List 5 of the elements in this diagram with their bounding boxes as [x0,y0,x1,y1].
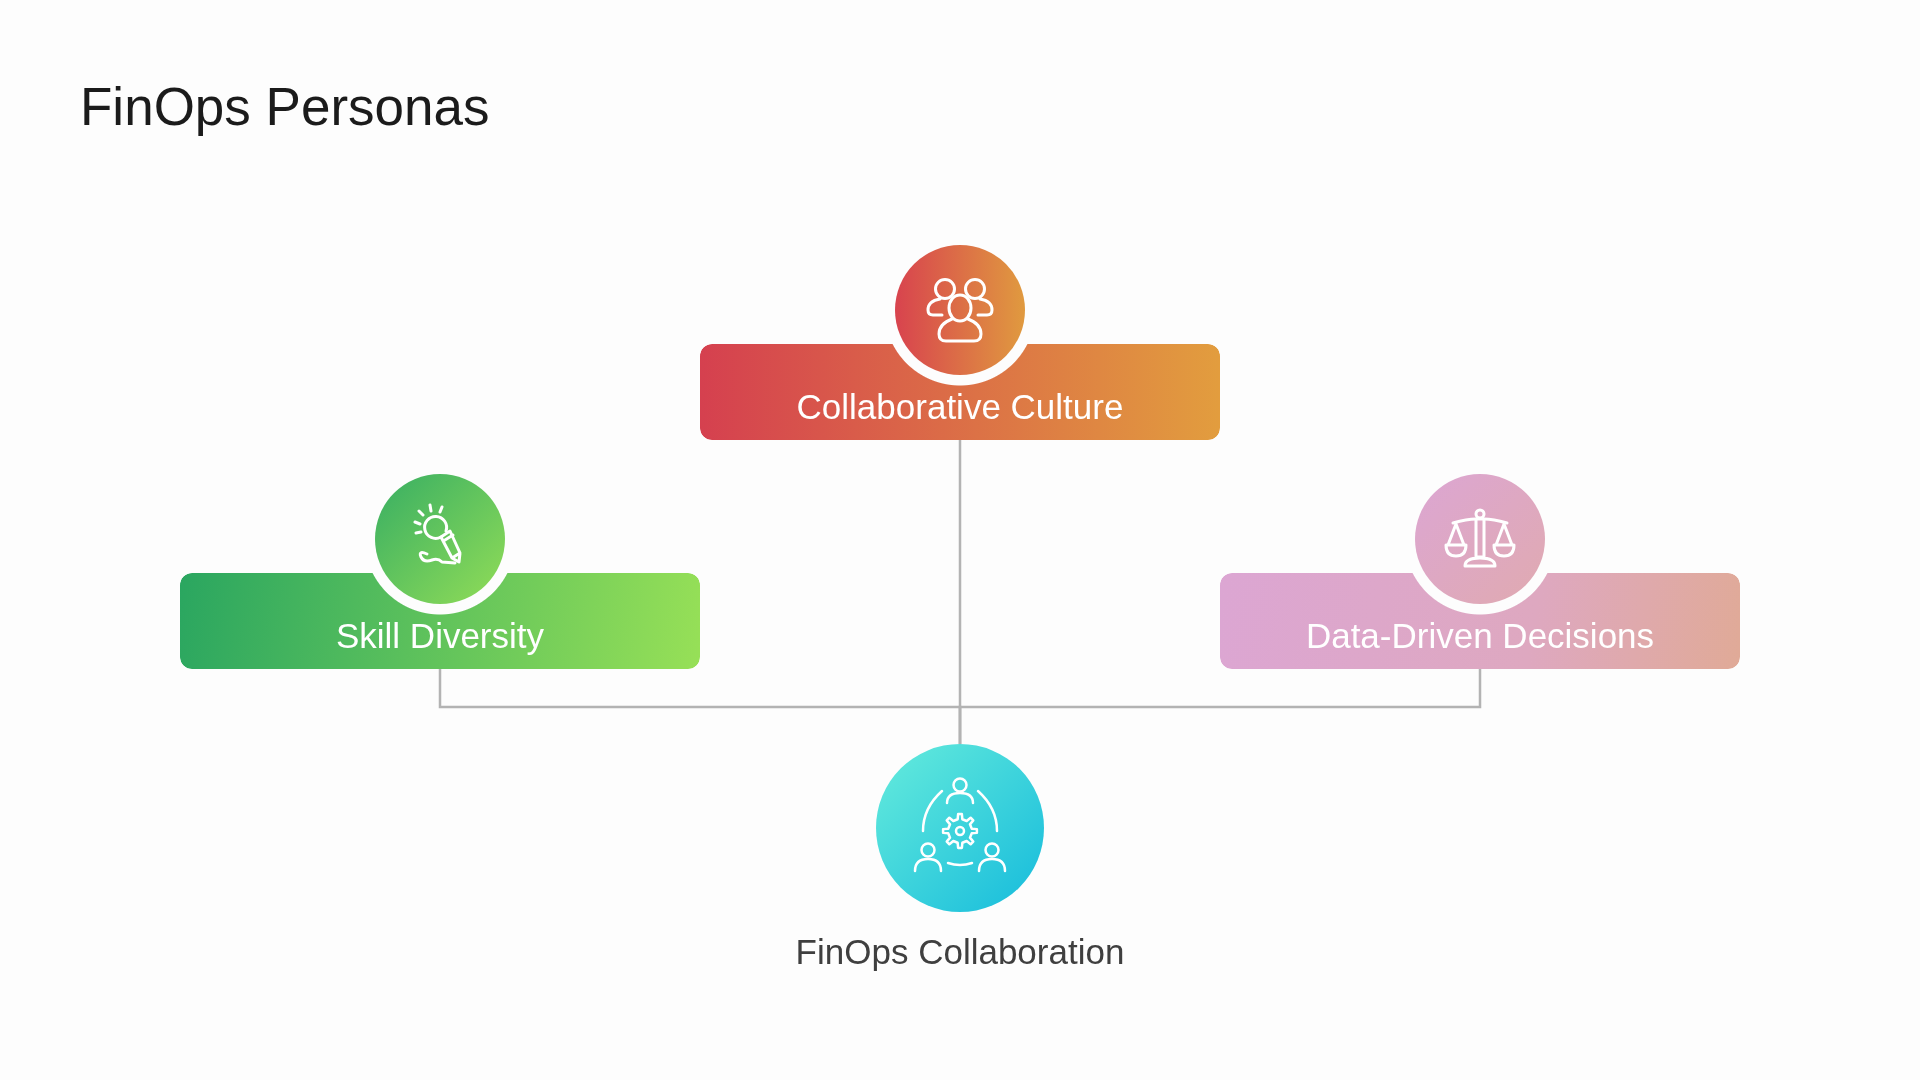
card-title: Data-Driven Decisions [1305,616,1655,656]
connector-line [958,669,1482,744]
card-title: Skill Diversity [335,616,545,656]
card-title: Collaborative Culture [796,387,1124,427]
node-caption: FinOps Collaboration [795,932,1125,972]
